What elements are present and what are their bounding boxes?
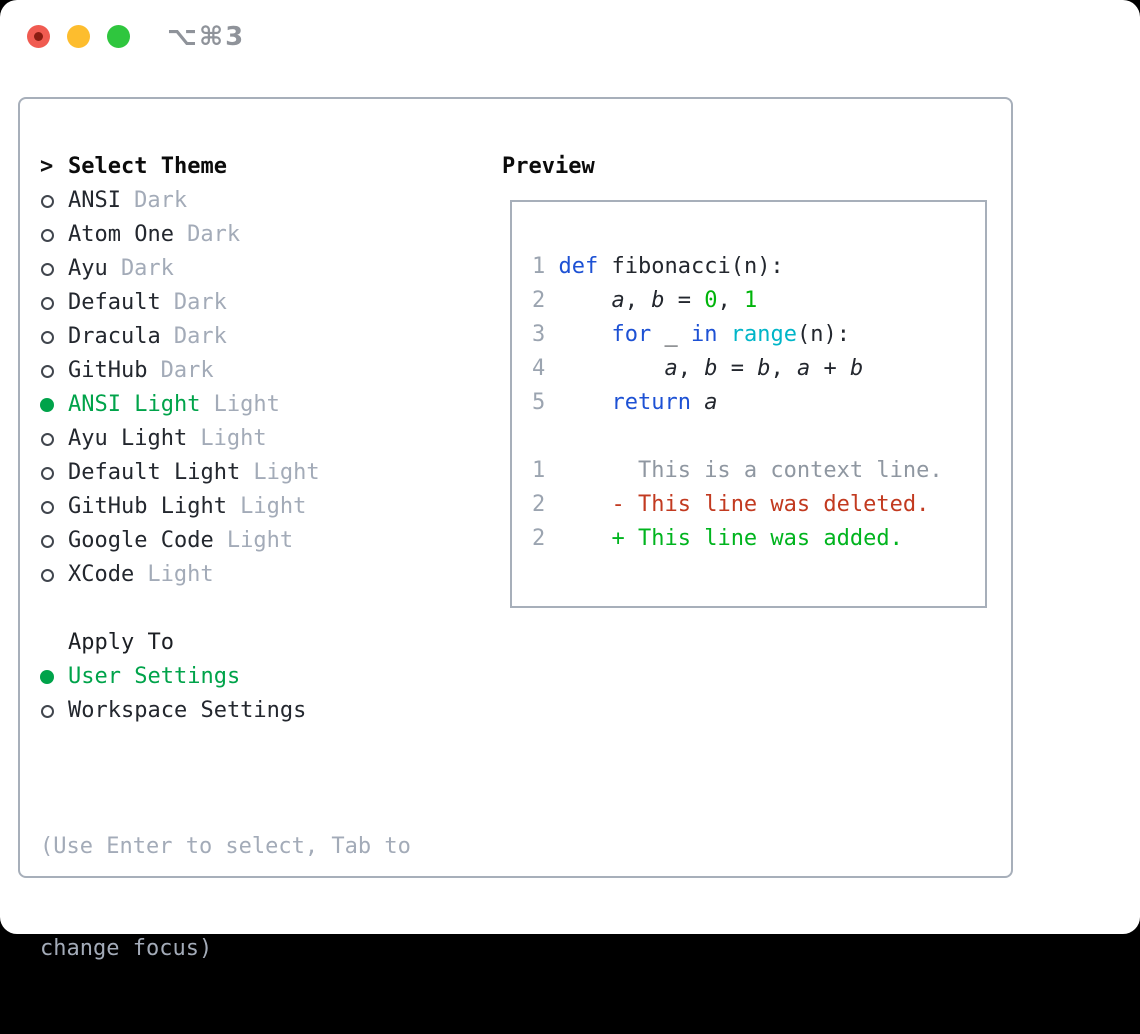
apply-to-option[interactable]: Workspace Settings [40,694,306,728]
theme-option-label: Default Light [68,460,241,485]
code-line: 2 a, b = 0, 1 [532,288,758,313]
radio-unselected-icon [41,534,54,548]
preview-box: 1 def fibonacci(n): 2 a, b = 0, 1 3 for _ … [510,200,987,608]
theme-variant-label: Dark [173,290,227,315]
radio-unselected-icon [41,432,54,446]
code-line: 1 def fibonacci(n): [532,254,784,279]
theme-option-label: Ayu Light [68,426,188,451]
radio-unselected-icon [41,228,54,242]
theme-option-label: GitHub [68,358,148,383]
theme-option[interactable]: Default Light Light [40,456,320,490]
radio-selected-icon [40,670,54,684]
radio-unselected-icon [41,568,54,582]
window-title: ⌥⌘3 [167,22,246,52]
theme-variant-label: Dark [160,358,214,383]
apply-to-option-label: User Settings [68,664,241,689]
theme-option[interactable]: XCode Light [40,558,320,592]
radio-unselected-icon [41,262,54,276]
theme-variant-label: Light [213,392,280,417]
header-caret: > [40,154,54,179]
theme-option[interactable]: Ayu Dark [40,252,320,286]
preview-header: Preview [502,154,595,179]
traffic-lights [27,25,130,48]
theme-option-label: Default [68,290,161,315]
apply-to-header-row: Apply To [40,626,306,660]
theme-variant-label: Dark [187,222,241,247]
theme-variant-label: Light [253,460,320,485]
theme-option[interactable]: Atom One Dark [40,218,320,252]
select-theme-header-row: > Select Theme [40,150,320,184]
radio-unselected-icon [41,364,54,378]
theme-option[interactable]: GitHub Dark [40,354,320,388]
code-line: 2 + This line was added. [532,526,903,551]
theme-option[interactable]: ANSI Light Light [40,388,320,422]
radio-unselected-icon [41,500,54,514]
apply-to-header: Apply To [68,630,174,655]
keyboard-hint: (Use Enter to select, Tab to change focu… [40,762,411,1034]
code-line: 4 a, b = b, a + b [532,356,864,381]
theme-variant-label: Light [147,562,214,587]
theme-variant-label: Light [226,528,294,553]
theme-option[interactable]: Default Dark [40,286,320,320]
theme-variant-label: Dark [173,324,227,349]
theme-variant-label: Dark [120,256,174,281]
apply-to-option-label: Workspace Settings [68,698,307,723]
theme-option-label: Ayu [68,256,108,281]
code-line: 5 return a [532,390,718,415]
theme-option[interactable]: Google Code Light [40,524,320,558]
theme-option-label: Google Code [68,528,214,553]
radio-unselected-icon [41,704,54,718]
code-line: 1 This is a context line. [532,458,943,483]
theme-option-label: GitHub Light [68,494,227,519]
theme-option-label: ANSI [68,188,121,213]
radio-unselected-icon [41,296,54,310]
minimize-button[interactable] [67,25,90,48]
radio-unselected-icon [41,330,54,344]
theme-option-label: Dracula [68,324,161,349]
close-button[interactable] [27,25,50,48]
theme-option[interactable]: GitHub Light Light [40,490,320,524]
theme-variant-label: Dark [134,188,188,213]
theme-option[interactable]: Ayu Light Light [40,422,320,456]
theme-option[interactable]: ANSI Dark [40,184,320,218]
radio-unselected-icon [41,466,54,480]
code-preview: 1 def fibonacci(n): 2 a, b = 0, 1 3 for _ … [512,202,985,556]
theme-variant-label: Light [200,426,267,451]
code-line [532,420,985,454]
apply-to-option[interactable]: User Settings [40,660,306,694]
theme-option-label: ANSI Light [68,392,201,417]
radio-selected-icon [40,398,54,412]
code-line: 3 for _ in range(n): [532,322,850,347]
theme-option-label: XCode [68,562,135,587]
select-theme-header: Select Theme [68,154,227,179]
zoom-button[interactable] [107,25,130,48]
theme-variant-label: Light [240,494,307,519]
hint-line-1: (Use Enter to select, Tab to [40,834,411,859]
code-line: 2 - This line was deleted. [532,492,930,517]
theme-option[interactable]: Dracula Dark [40,320,320,354]
theme-option-label: Atom One [68,222,174,247]
radio-unselected-icon [41,194,54,208]
hint-line-2: change focus) [40,936,213,961]
